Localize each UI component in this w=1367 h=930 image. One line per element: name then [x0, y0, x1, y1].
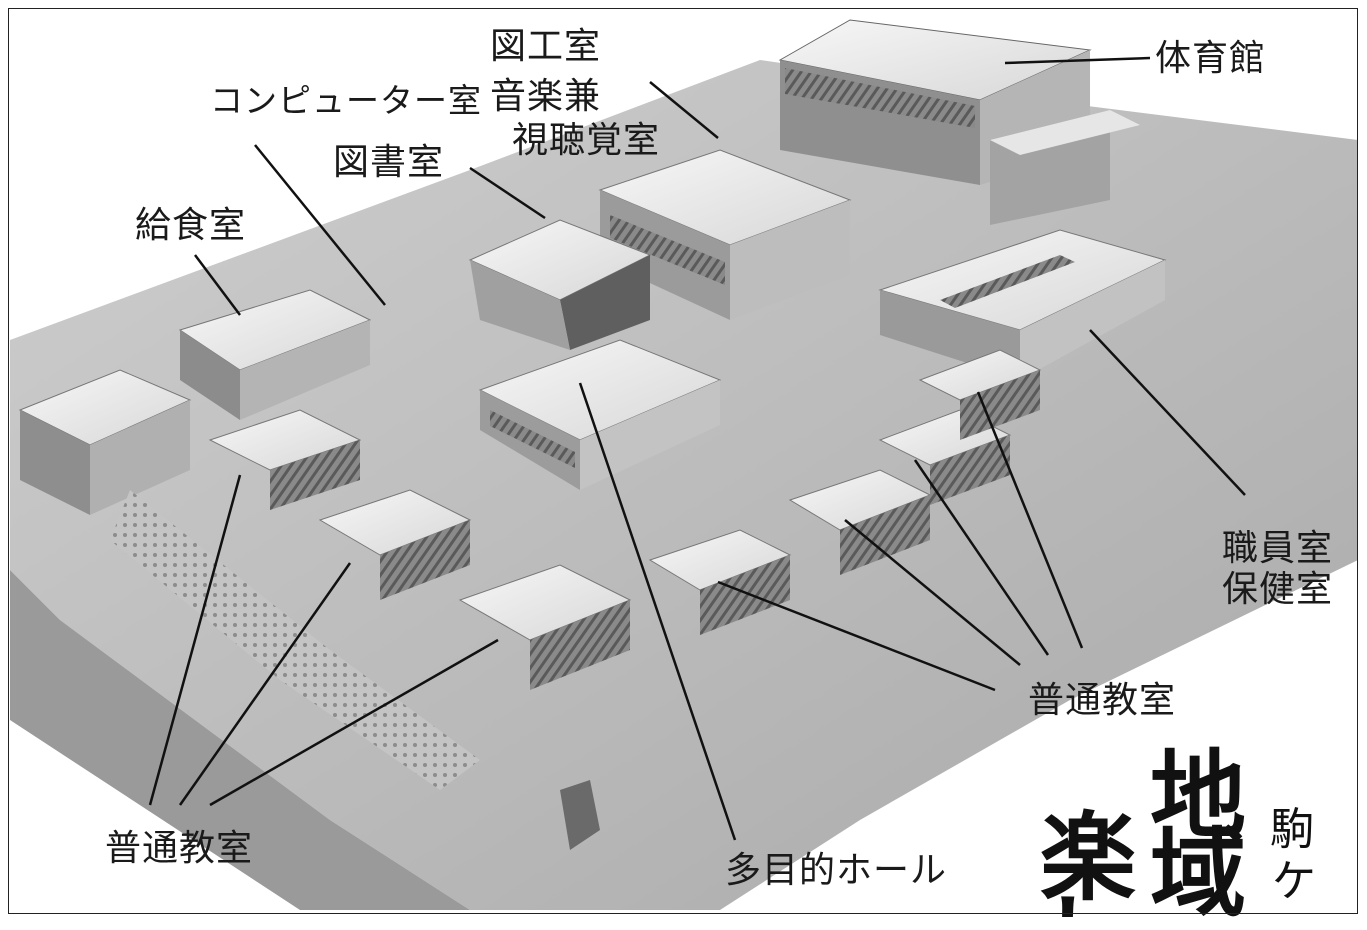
entrance-path: [560, 780, 600, 850]
label-staff-health-room: 職員室 保健室: [1222, 528, 1333, 611]
leader-futsu-r3: [913, 459, 1050, 656]
leader-futsu-l2: [178, 562, 352, 806]
classroom-blocks-left: [208, 409, 632, 690]
label-av-room: 視聴覚室: [512, 120, 661, 161]
gymnasium-building: [778, 19, 1140, 225]
label-multipurpose-hall: 多目的ホール: [725, 850, 948, 891]
leader-computer: [254, 144, 386, 306]
label-gymnasium: 体育館: [1155, 38, 1267, 79]
classroom-blocks-right: [648, 349, 1042, 635]
label-kitchen: 給食室: [135, 205, 247, 246]
site-ground-shadow: [10, 570, 470, 910]
leader-lines: [148, 56, 1246, 841]
leader-futsu-r1: [717, 580, 996, 692]
title-char-tano: 楽: [1040, 801, 1136, 914]
leader-taiikukan: [1004, 56, 1151, 65]
title-char-chi: 地: [1150, 739, 1246, 852]
leader-shokuin: [1089, 329, 1246, 496]
leader-futsu-l1: [148, 474, 242, 806]
label-library: 図書室: [333, 142, 445, 183]
label-classrooms-left: 普通教室: [105, 828, 254, 869]
library-building: [468, 219, 652, 350]
title-char-shi: し: [1040, 892, 1136, 917]
music-art-building: [598, 149, 852, 320]
label-computer-room: コンピューター室: [210, 81, 482, 120]
multipurpose-hall-building: [478, 339, 722, 490]
label-classrooms-right: 普通教室: [1028, 680, 1177, 721]
leader-tosho: [469, 166, 546, 220]
side-char-ke: ケ: [1272, 856, 1316, 907]
label-music-room: 音楽兼: [490, 76, 602, 117]
kitchen-building: [178, 289, 372, 420]
left-wing-building: [18, 369, 192, 515]
leader-futsu-l3: [209, 638, 499, 807]
leader-tamokuteki: [578, 382, 737, 841]
leader-futsu-r4: [976, 391, 1084, 649]
leader-kyushoku: [194, 254, 241, 316]
title-char-iki: 域: [1150, 817, 1246, 930]
leader-zuko: [649, 81, 719, 139]
side-char-koma: 駒: [1270, 804, 1314, 855]
label-health-room: 保健室: [1222, 569, 1334, 611]
label-staff-room: 職員室: [1222, 528, 1334, 569]
leader-futsu-r2: [844, 519, 1021, 666]
label-art-room: 図工室: [490, 26, 602, 67]
